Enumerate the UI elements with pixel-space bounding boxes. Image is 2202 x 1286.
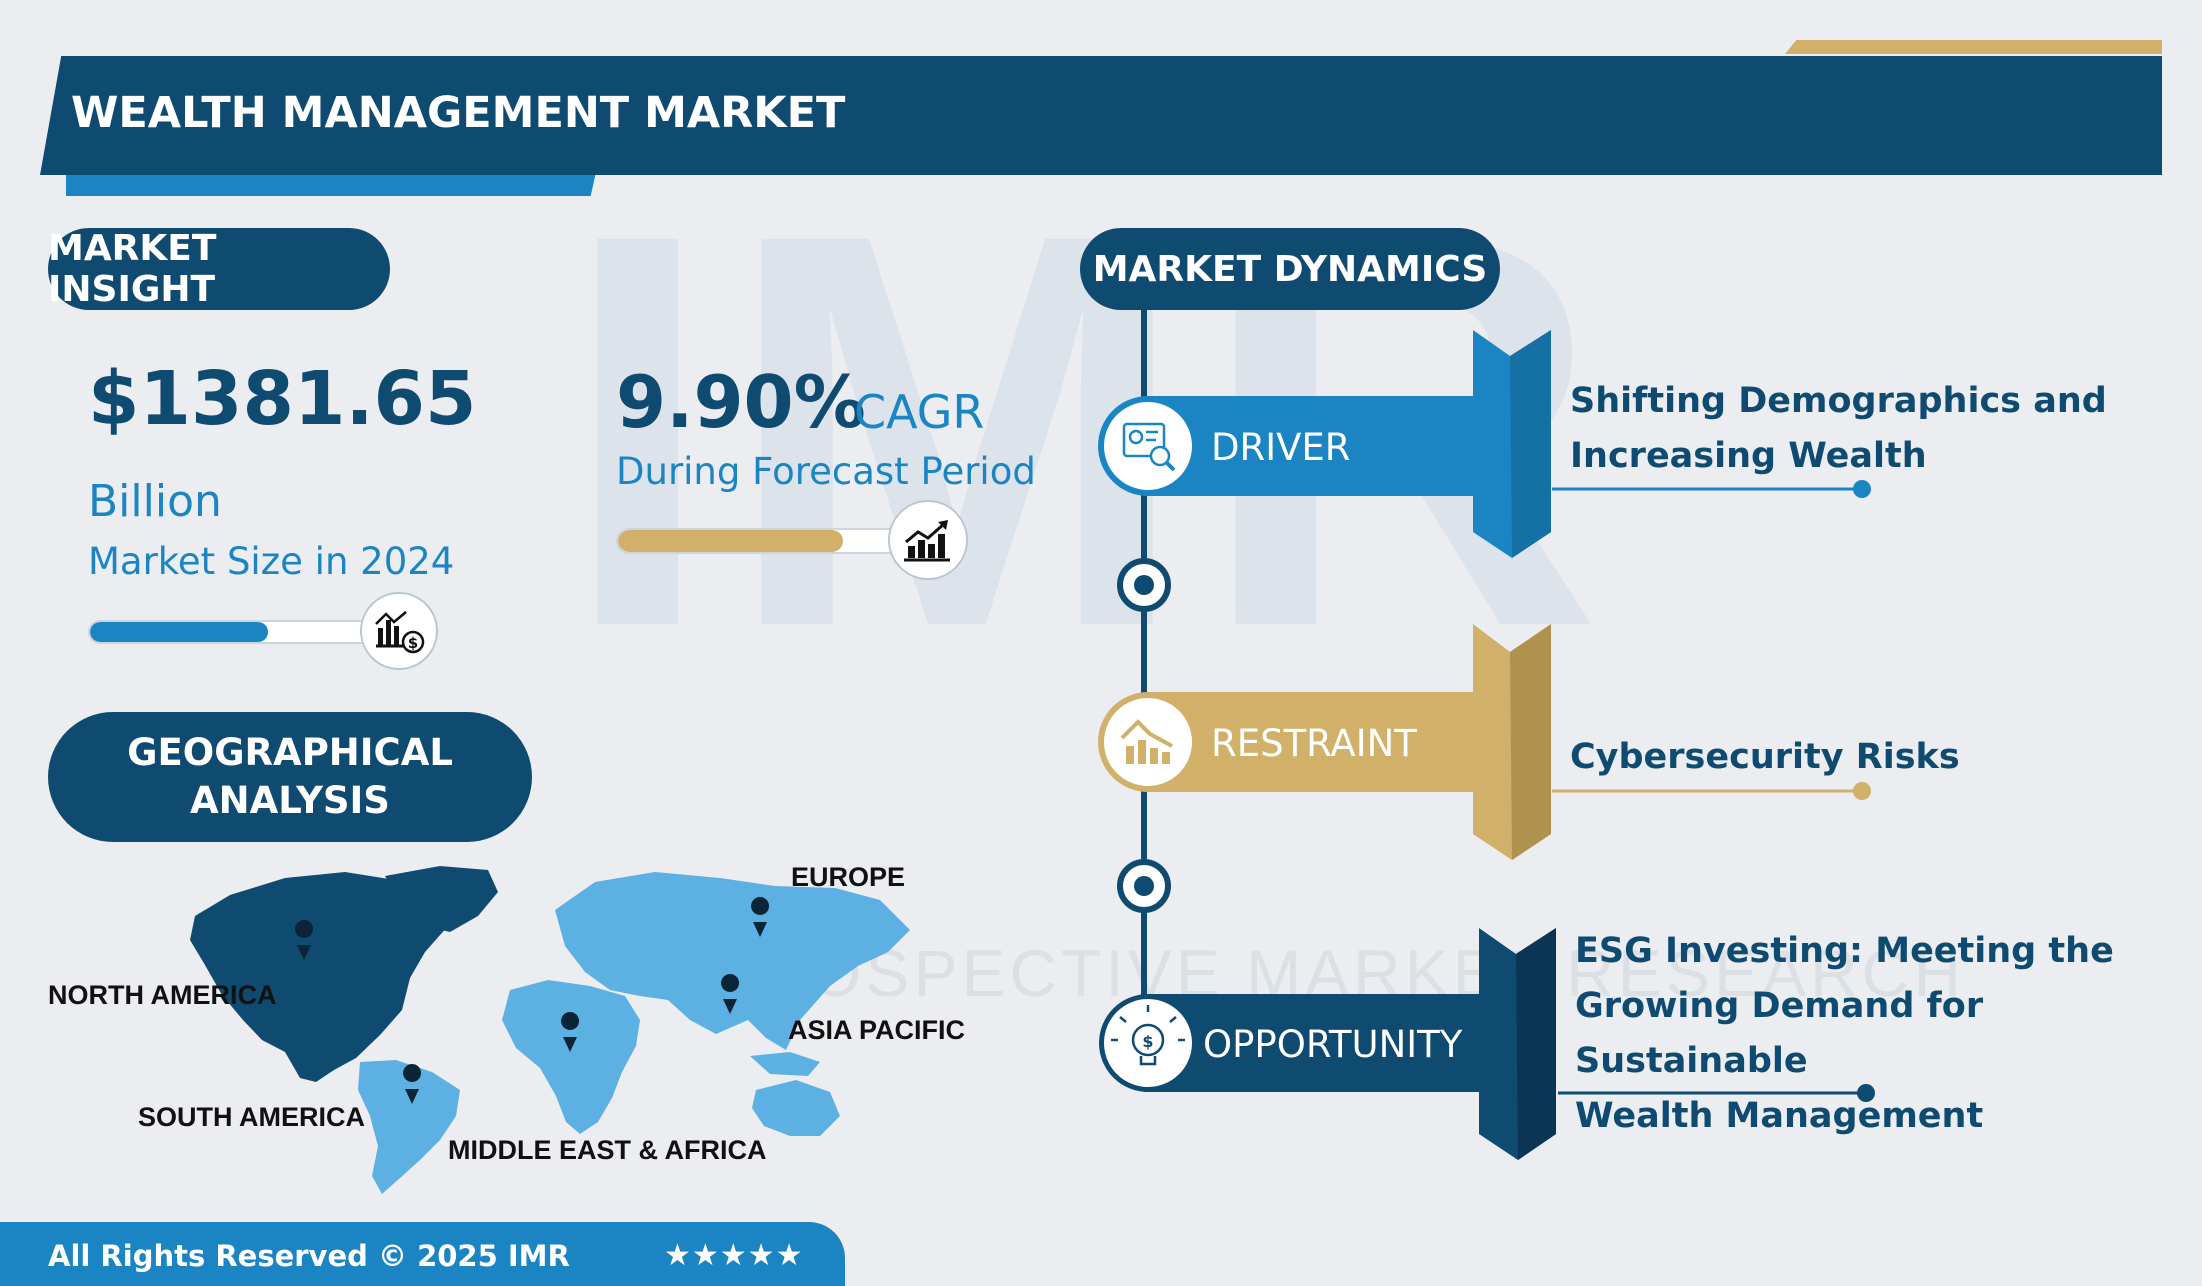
opportunity-chevron-shade [1516, 928, 1556, 1160]
cagr-bar-fill [618, 530, 843, 552]
cagr-label: During Forecast Period [616, 450, 1036, 493]
middle-east-africa-pin-icon [561, 1012, 580, 1052]
restraint-text-line: Cybersecurity Risks [1570, 737, 1960, 777]
cagr-value: 9.90% [616, 360, 866, 444]
market-dynamics-heading: MARKET DYNAMICS [1080, 228, 1500, 310]
dynamics-graphic: $ [1098, 300, 1875, 1160]
asia-pacific-pin-icon [721, 974, 740, 1014]
greenland-shape [385, 866, 498, 932]
driver-label: DRIVER [1211, 426, 1351, 469]
world-map [190, 866, 910, 1194]
driver-text: Shifting Demographics and Increasing Wea… [1570, 374, 2107, 484]
restraint-text: Cybersecurity Risks [1570, 730, 1960, 785]
chart-dollar-icon: $ [360, 592, 438, 670]
market-size-unit: Billion [88, 476, 222, 527]
region-label-europe: EUROPE [791, 862, 906, 892]
opportunity-text-line: Wealth Management [1575, 1096, 1984, 1136]
driver-banner [1098, 396, 1474, 496]
market-size-value: $1381.65 [88, 356, 477, 442]
europe-pin-icon [751, 897, 770, 937]
header-bar [40, 56, 2162, 175]
restraint-banner [1098, 692, 1474, 792]
region-label-asia-pacific: ASIA PACIFIC [788, 1015, 966, 1045]
market-size-bar-fill [90, 622, 268, 642]
footer-stars: ★★★★★ [664, 1238, 804, 1273]
driver-chevron-shade [1510, 330, 1551, 558]
footer-bar [0, 1222, 845, 1286]
cagr-bar [616, 528, 916, 554]
geo-heading-line1: GEOGRAPHICAL [127, 731, 453, 774]
australia-shape [752, 1080, 840, 1136]
geographical-analysis-heading: GEOGRAPHICAL ANALYSIS [48, 712, 532, 842]
north-america-shape [190, 872, 448, 1082]
region-label-north-america: NORTH AMERICA [48, 980, 277, 1010]
timeline-node-1 [1117, 558, 1171, 612]
market-size-bar [88, 620, 388, 644]
opportunity-text-line: Growing Demand for Sustainable [1575, 986, 1984, 1081]
opportunity-text-line: ESG Investing: Meeting the [1575, 931, 2114, 971]
timeline-node-2 [1117, 859, 1171, 913]
north-america-pin-icon [295, 920, 314, 960]
southeast-asia-shape [750, 1052, 820, 1076]
market-insight-heading: MARKET INSIGHT [48, 228, 390, 310]
restraint-chevron-shade [1510, 624, 1551, 860]
geo-heading-line2: ANALYSIS [190, 779, 390, 822]
growth-chart-icon [888, 500, 968, 580]
restraint-label: RESTRAINT [1211, 722, 1417, 765]
header-gold-accent [1785, 40, 2162, 54]
market-size-label: Market Size in 2024 [88, 540, 455, 583]
svg-text:$: $ [1142, 1032, 1153, 1051]
opportunity-label: OPPORTUNITY [1203, 1023, 1463, 1066]
footer-copyright: All Rights Reserved © 2025 IMR [48, 1239, 570, 1273]
region-label-south-america: SOUTH AMERICA [138, 1102, 365, 1132]
opportunity-banner [1099, 994, 1480, 1092]
header-blue-accent [66, 172, 596, 196]
region-label-middle-east-africa: MIDDLE EAST & AFRICA [448, 1135, 767, 1165]
africa-shape [502, 980, 640, 1134]
driver-text-line: Increasing Wealth [1570, 436, 1927, 476]
idea-dollar-icon [1111, 1005, 1185, 1066]
opportunity-text: ESG Investing: Meeting the Growing Deman… [1575, 924, 2202, 1144]
south-america-shape [358, 1060, 460, 1194]
svg-text:$: $ [408, 634, 418, 652]
driver-text-line: Shifting Demographics and [1570, 381, 2107, 421]
europe-asia-shape [555, 872, 910, 1050]
south-america-pin-icon [403, 1064, 422, 1104]
page-title: WEALTH MANAGEMENT MARKET [71, 88, 846, 138]
data-analysis-icon [1122, 422, 1176, 472]
cagr-suffix: CAGR [854, 385, 985, 439]
declining-chart-icon [1120, 719, 1173, 764]
